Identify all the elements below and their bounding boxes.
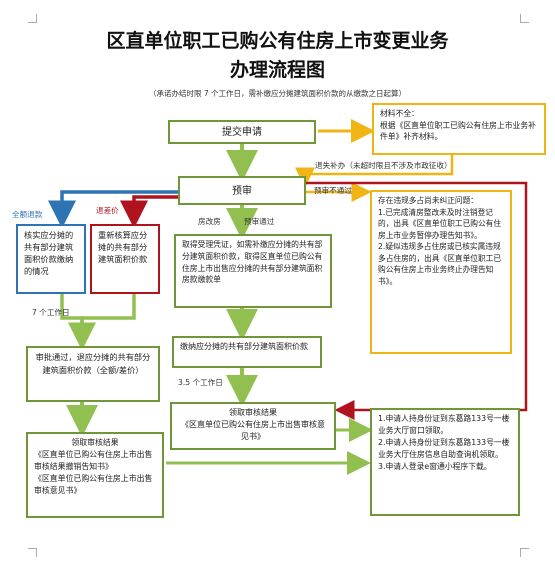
arrow-recheck-to-approval <box>68 292 136 351</box>
corner-mark-top-right <box>520 14 529 23</box>
recheck-payment-box: 重新核算应分摊的共有部分建筑面积价款 <box>90 224 160 294</box>
accept-voucher-box: 取得受理凭证，如需补缴应分摊的共有部分建筑面积价款，取得区直单位已购公有住房上市… <box>174 234 332 308</box>
corner-mark-bottom-left <box>28 548 37 557</box>
violation-box: 存在违规多占尚未纠正问题： 1.已完成清房整改未及时注销登记的，出具《区直单位职… <box>370 190 512 354</box>
precheck-pass-label: 预审通过 <box>244 217 275 226</box>
diff-refund-label: 退差价 <box>96 206 119 215</box>
collect-result-box: 领取审核结果 《区直单位已购公有住房上市出售审核意见书》 <box>170 402 336 450</box>
page-title-line2: 办理流程图 <box>229 59 325 81</box>
precheck-fail-label: 预审不通过 <box>314 186 352 195</box>
arrow-preliminary-to-verify <box>48 190 180 229</box>
submit-application-box: 提交申请 <box>168 120 316 144</box>
pay-fee-box: 缴纳应分摊的共有部分建筑面积价款 <box>172 336 322 368</box>
full-refund-label: 全额退款 <box>12 210 43 219</box>
supplement-label: 退失补办（未超时限且不涉及市政征收） <box>315 161 452 170</box>
corner-mark-top-left <box>28 14 37 23</box>
page-title: 区直单位职工已购公有住房上市变更业务 <box>106 30 449 52</box>
preliminary-review-box: 预审 <box>178 176 306 205</box>
page-subtitle: （承诺办结时限 7 个工作日，需补缴应分摊建筑面积价款的从缴款之日起算） <box>148 89 407 98</box>
approval-pass-box: 审批通过，退应分摊的共有部分建筑面积价款（全额/差价） <box>26 346 160 402</box>
three-five-days-label: 3.5 个工作日 <box>178 378 223 387</box>
seven-days-label: 7 个工作日 <box>32 308 70 317</box>
left-collect-result-box: 领取审核结果 《区直单位已购公有住房上市出售审核结果撤销告知书》 《区直单位已购… <box>26 432 164 518</box>
pickup-methods-box: 1.申请人持身份证到东葛路133号一楼业务大厅窗口领取。 2.申请人持身份证到东… <box>370 408 520 516</box>
verify-refund-box: 核实应分摊的共有部分建筑面积价款缴纳的情况 <box>16 224 86 294</box>
arrow-preliminary-to-recheck <box>120 195 180 229</box>
materials-incomplete-box: 材料不全： 根据《区直单位职工已购公有住房上市业务补件单》补齐材料。 <box>372 103 546 155</box>
housing-change-label: 房改房 <box>198 217 221 226</box>
corner-mark-bottom-right <box>520 548 529 557</box>
